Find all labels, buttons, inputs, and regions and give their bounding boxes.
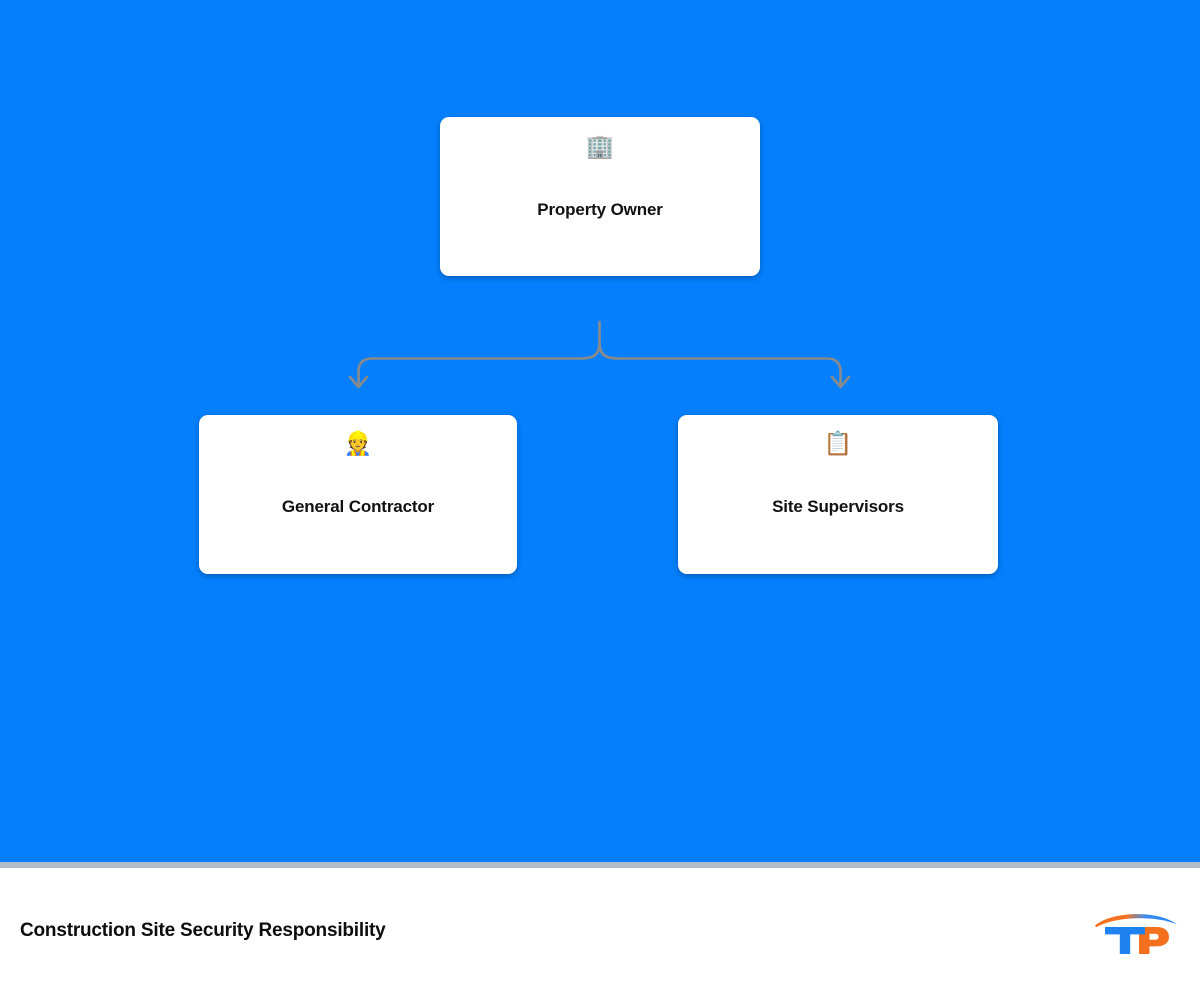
logo-swoosh — [1095, 914, 1177, 928]
node-label: Site Supervisors — [772, 497, 904, 516]
construction-worker-icon: 👷 — [343, 431, 373, 457]
node-general-contractor[interactable]: 👷 General Contractor — [199, 415, 517, 574]
diagram-canvas: 🏢 Property Owner 👷 General Contractor 📋 … — [0, 0, 1200, 862]
node-label: General Contractor — [281, 497, 435, 516]
node-property-owner[interactable]: 🏢 Property Owner — [440, 117, 760, 276]
clipboard-icon: 📋 — [823, 431, 853, 457]
node-site-supervisors[interactable]: 📋 Site Supervisors — [678, 415, 998, 574]
footer-bar — [0, 868, 1200, 1000]
logo-letter-t — [1105, 927, 1145, 954]
page-title: Construction Site Security Responsibilit… — [20, 920, 386, 941]
node-label: Property Owner — [537, 200, 663, 219]
office-building-icon: 🏢 — [585, 134, 615, 160]
canvas-divider — [0, 862, 1200, 868]
brand-logo-tp — [1095, 914, 1177, 954]
logo-letter-p — [1139, 927, 1169, 954]
